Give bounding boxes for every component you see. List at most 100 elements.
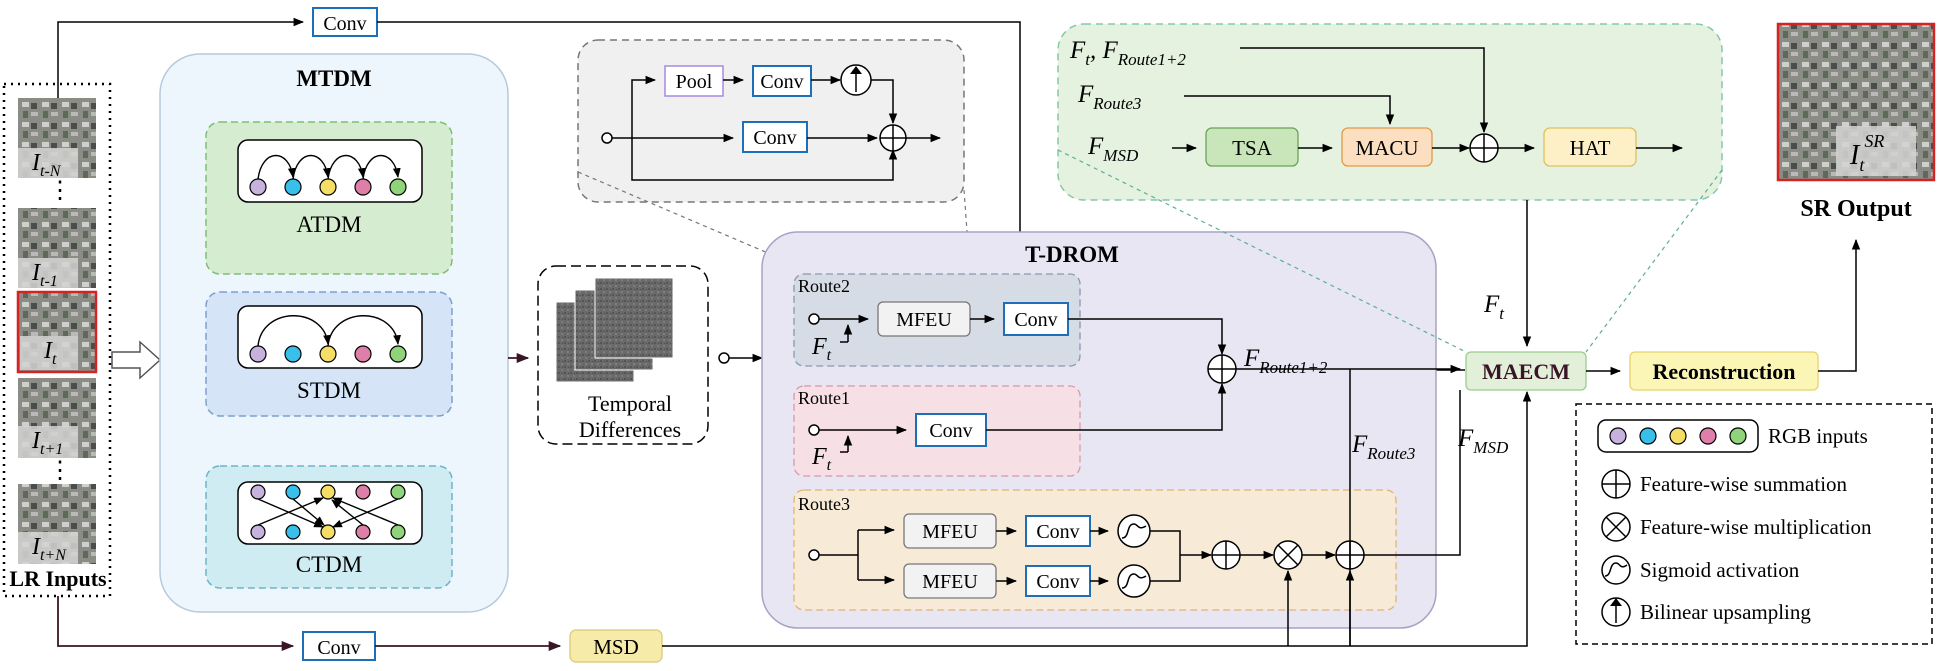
legend-upsample-item: Bilinear upsampling (1601, 597, 1811, 627)
rgb-circle-blue (285, 484, 301, 500)
rgb-circle-green (1729, 427, 1747, 445)
mtdm-module: MTDM ATDM STDM (159, 53, 509, 613)
ctdm-block: CTDM (205, 465, 453, 589)
maecm-detail-panel: Ft, FRoute1+2 FRoute3 FMSD TSA MACU HAT (1057, 23, 1723, 201)
route3-conv-b-box (1025, 565, 1091, 597)
rgb-circle-pink (355, 484, 371, 500)
rgb-circle-violet (1609, 427, 1627, 445)
mfeu-conv1-box (752, 65, 812, 97)
td-label-line1: Temporal (588, 391, 672, 416)
route2-label: Route2 (798, 276, 850, 296)
hat-label: HAT (1570, 136, 1611, 160)
tdrom-title: T-DROM (1025, 242, 1119, 267)
lr-frame-t-minus-1: It-1 (18, 208, 96, 290)
rgb-circle-violet (250, 484, 266, 500)
legend-sum-label: Feature-wise summation (1640, 472, 1848, 496)
rgb-circle-violet (250, 524, 266, 540)
route2-conv-label: Conv (1014, 309, 1057, 331)
lr-frame-label: It+N (31, 534, 67, 564)
sigmoid-icon (1601, 555, 1631, 585)
rgb-circle-violet (249, 178, 267, 196)
legend: RGB inputs Feature-wise summation Featur… (1575, 403, 1933, 645)
legend-sum-item: Feature-wise summation (1601, 469, 1848, 499)
tsa-box (1205, 127, 1299, 167)
reconstruction-label: Reconstruction (1653, 359, 1796, 384)
lr-frame-t-plus-1: It+1 (18, 378, 96, 458)
lr-inputs-label: LR Inputs (9, 566, 107, 591)
sigmoid-icon (1117, 564, 1151, 598)
mfeu-conv1-label: Conv (760, 71, 803, 93)
rgb-circle-yellow (319, 345, 337, 363)
rgb-circle-pink (354, 345, 372, 363)
sr-output: ItSR SR Output (1776, 22, 1936, 222)
route3-conv-a-box (1025, 515, 1091, 547)
maecm-in3-label: FMSD (1087, 133, 1139, 165)
pool-label: Pool (676, 71, 713, 93)
route3-sum-icon (1211, 540, 1241, 570)
rgb-circle-green (389, 178, 407, 196)
rgb-circle-yellow (319, 178, 337, 196)
bottom-conv-path: Conv MSD (57, 390, 1532, 663)
legend-mul-item: Feature-wise multiplication (1601, 512, 1872, 542)
rgb-circle-pink (1699, 427, 1717, 445)
legend-sigmoid-label: Sigmoid activation (1640, 558, 1800, 582)
route3-mul-icon (1273, 540, 1303, 570)
route1-block: Route1 Ft Conv (793, 385, 1081, 477)
sum-icon (1601, 469, 1631, 499)
temporal-differences: Temporal Differences (537, 265, 709, 445)
rgb-circle-violet (249, 345, 267, 363)
lr-ellipsis-top: ⋮ (48, 178, 72, 204)
lr-frame-label: It-1 (31, 260, 58, 290)
mfeu-conv2-box (742, 121, 808, 153)
td-to-tdrom-arrow (718, 352, 764, 364)
rgb-circle-green (390, 524, 406, 540)
route2-block: Route2 Ft MFEU Conv (793, 273, 1081, 367)
mfeu-conv2-label: Conv (753, 127, 796, 149)
legend-upsample-label: Bilinear upsampling (1640, 600, 1811, 624)
rgb-circle-blue (1639, 427, 1657, 445)
route3-mfeu-a-label: MFEU (922, 521, 978, 543)
lr-frame-label: It-N (31, 150, 62, 180)
mfeu-zoom-line-left (577, 171, 879, 301)
ctdm-label: CTDM (296, 552, 362, 577)
diff-map-3 (594, 277, 674, 359)
rgb-circle-blue (285, 524, 301, 540)
tdrom-module: T-DROM Route2 Ft MFEU Conv Route1 Ft (761, 231, 1437, 629)
hollow-arrow (111, 340, 162, 380)
bottom-conv-label: Conv (317, 637, 360, 659)
rgb-circle-blue (284, 178, 302, 196)
f-route12-label: FRoute1+2 (1243, 345, 1328, 377)
bottom-conv-box (302, 631, 376, 661)
top-conv-label: Conv (323, 13, 366, 35)
route3-block: Route3 MFEU MFEU Conv Conv (793, 489, 1397, 611)
rgb-circle-green (389, 345, 407, 363)
route1-conv-label: Conv (929, 420, 972, 442)
route3-label: Route3 (798, 494, 850, 514)
sigmoid-icon (1117, 514, 1151, 548)
upsample-icon (1601, 597, 1631, 627)
sum-icon (879, 124, 907, 152)
maecm-in2-label: FRoute3 (1077, 81, 1141, 113)
upsample-icon (840, 64, 872, 96)
rgb-circle-yellow (320, 524, 336, 540)
route12-sum-icon (1207, 354, 1237, 384)
route2-conv-box (1003, 302, 1069, 336)
legend-rgb-item: RGB inputs (1597, 419, 1868, 453)
legend-sigmoid-item: Sigmoid activation (1601, 555, 1800, 585)
rgb-circle-yellow (1669, 427, 1687, 445)
lr-frame-t-plus-n: It+N (18, 484, 96, 564)
macu-box (1341, 127, 1433, 167)
rgb-circle-blue (284, 345, 302, 363)
tsa-label: TSA (1232, 136, 1273, 160)
route1-conv-box (915, 413, 987, 447)
maecm-label: MAECM (1482, 359, 1570, 384)
rgb-circle-pink (354, 178, 372, 196)
route1-label: Route1 (798, 388, 850, 408)
mtdm-title: MTDM (296, 66, 372, 91)
route3-conv-b-label: Conv (1036, 571, 1079, 593)
atdm-label: ATDM (296, 212, 361, 237)
td-label-line2: Differences (579, 417, 681, 442)
maecm-zoom-line-right (1585, 169, 1723, 353)
f-msd-label: FMSD (1457, 425, 1509, 457)
